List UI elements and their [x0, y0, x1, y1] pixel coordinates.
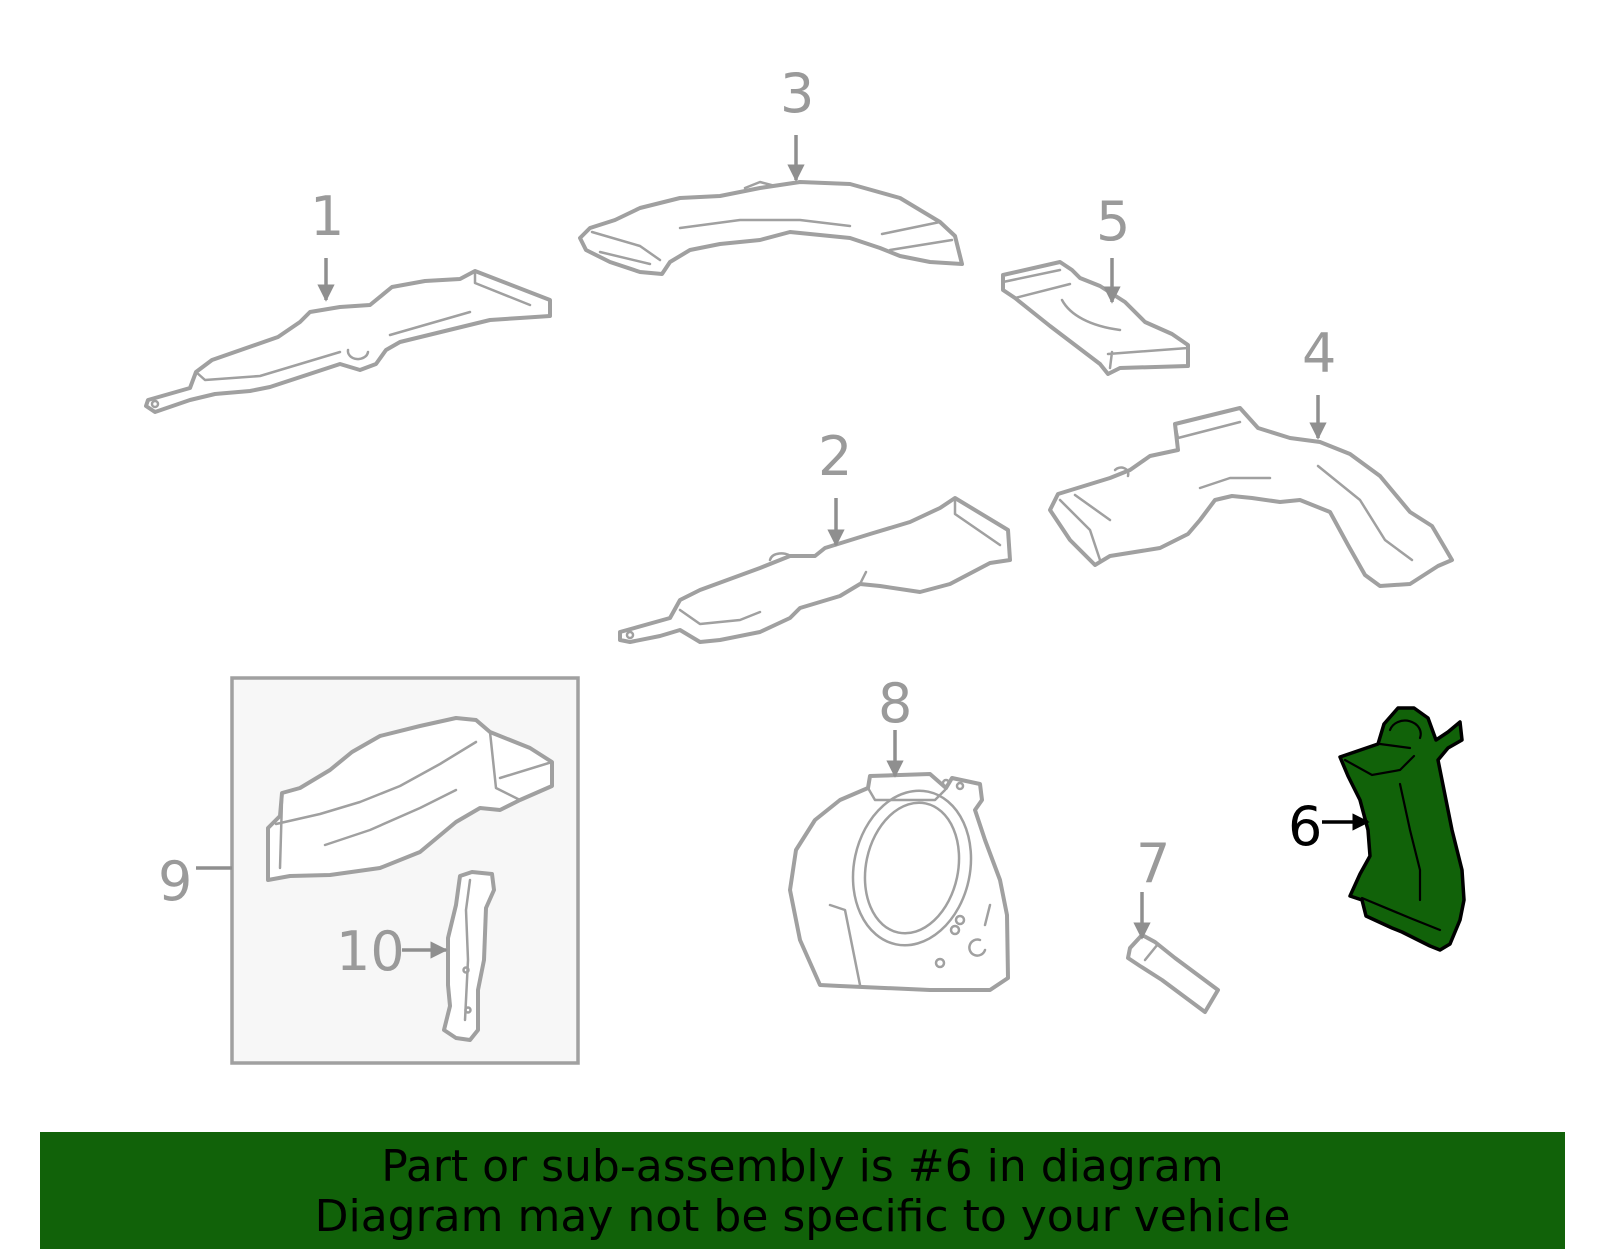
part-6-duct-highlighted[interactable]	[1338, 706, 1466, 952]
banner-line-2: Diagram may not be specific to your vehi…	[314, 1191, 1291, 1242]
callout-2[interactable]: 2	[818, 425, 852, 488]
callout-6[interactable]: 6	[1288, 795, 1322, 858]
callout-4[interactable]: 4	[1302, 322, 1336, 385]
callout-5[interactable]: 5	[1096, 190, 1130, 253]
callout-7[interactable]: 7	[1136, 832, 1170, 895]
part-8-blower-housing[interactable]	[788, 772, 1010, 992]
part-9-duct[interactable]	[266, 716, 554, 882]
info-banner: Part or sub-assembly is #6 in diagram Di…	[40, 1132, 1565, 1249]
part-3-duct[interactable]	[578, 180, 964, 276]
part-10-bracket[interactable]	[442, 870, 496, 1042]
part-5-duct[interactable]	[1001, 260, 1190, 376]
callout-1[interactable]: 1	[310, 185, 344, 248]
callout-8[interactable]: 8	[878, 672, 912, 735]
callout-10[interactable]: 10	[336, 920, 405, 983]
callout-9[interactable]: 9	[158, 850, 192, 913]
part-7-tube[interactable]	[1126, 933, 1220, 1014]
part-2-duct[interactable]	[618, 496, 1012, 644]
part-1-duct[interactable]	[144, 269, 552, 414]
part-4-duct[interactable]	[1048, 406, 1454, 588]
callout-3[interactable]: 3	[780, 62, 814, 125]
banner-line-1: Part or sub-assembly is #6 in diagram	[381, 1141, 1224, 1192]
